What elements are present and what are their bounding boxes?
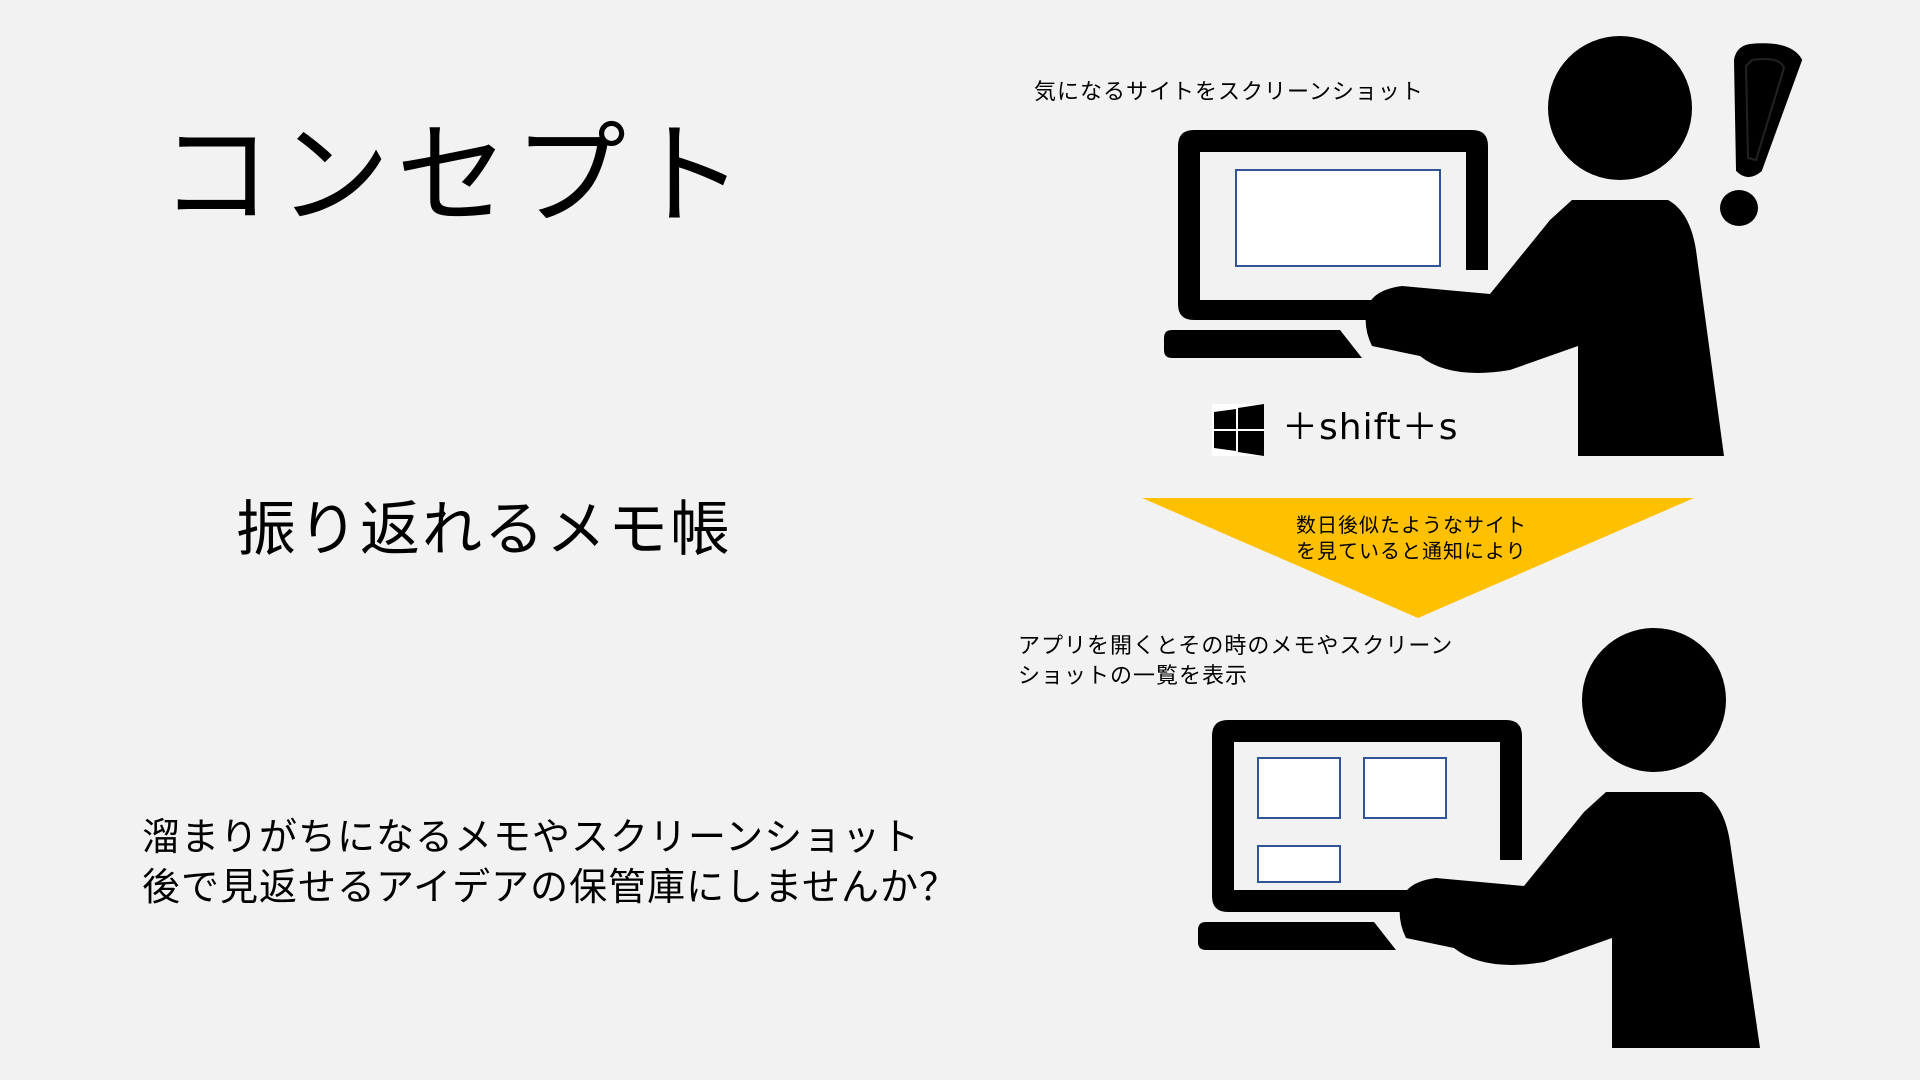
person-at-computer-bottom	[1198, 628, 1760, 1048]
person-at-computer-top	[1164, 36, 1803, 456]
monitor-icon	[1198, 720, 1522, 950]
monitor-icon	[1164, 130, 1488, 358]
slide-subtitle: 振り返れるメモ帳	[236, 495, 732, 565]
step1-caption: 気になるサイトをスクリーンショット	[1034, 80, 1424, 105]
exclamation-icon	[1720, 43, 1803, 226]
person-icon	[1365, 36, 1724, 456]
step2-caption-line-2: ショットの一覧を表示	[1018, 664, 1249, 689]
description-line-2: 後で見返せるアイデアの保管庫にしませんか？	[142, 865, 958, 909]
step2-caption-line-1: アプリを開くとその時のメモやスクリーン	[1018, 634, 1454, 659]
screenshot-thumbnail	[1363, 757, 1447, 819]
windows-logo-icon	[1212, 404, 1264, 456]
person-icon	[1399, 628, 1760, 1048]
shortcut-text: ＋shift＋s	[1282, 407, 1459, 448]
slide-description: 溜まりがちになるメモやスクリーンショット 後で見返せるアイデアの保管庫にしません…	[142, 812, 958, 912]
slide-title: コンセプト	[160, 111, 750, 241]
step2-caption: アプリを開くとその時のメモやスクリーン ショットの一覧を表示	[1018, 632, 1453, 692]
screenshot-thumbnail	[1257, 845, 1341, 883]
screenshot-thumbnail	[1257, 757, 1341, 819]
screenshot-box	[1235, 169, 1441, 267]
arrow-caption-line-2: を見ていると通知により	[1296, 539, 1527, 563]
arrow-caption: 数日後似たようなサイト を見ていると通知により	[1296, 512, 1527, 564]
arrow-caption-line-1: 数日後似たようなサイト	[1296, 513, 1527, 537]
down-arrow-triangle	[1142, 498, 1694, 618]
description-line-1: 溜まりがちになるメモやスクリーンショット	[142, 815, 921, 859]
